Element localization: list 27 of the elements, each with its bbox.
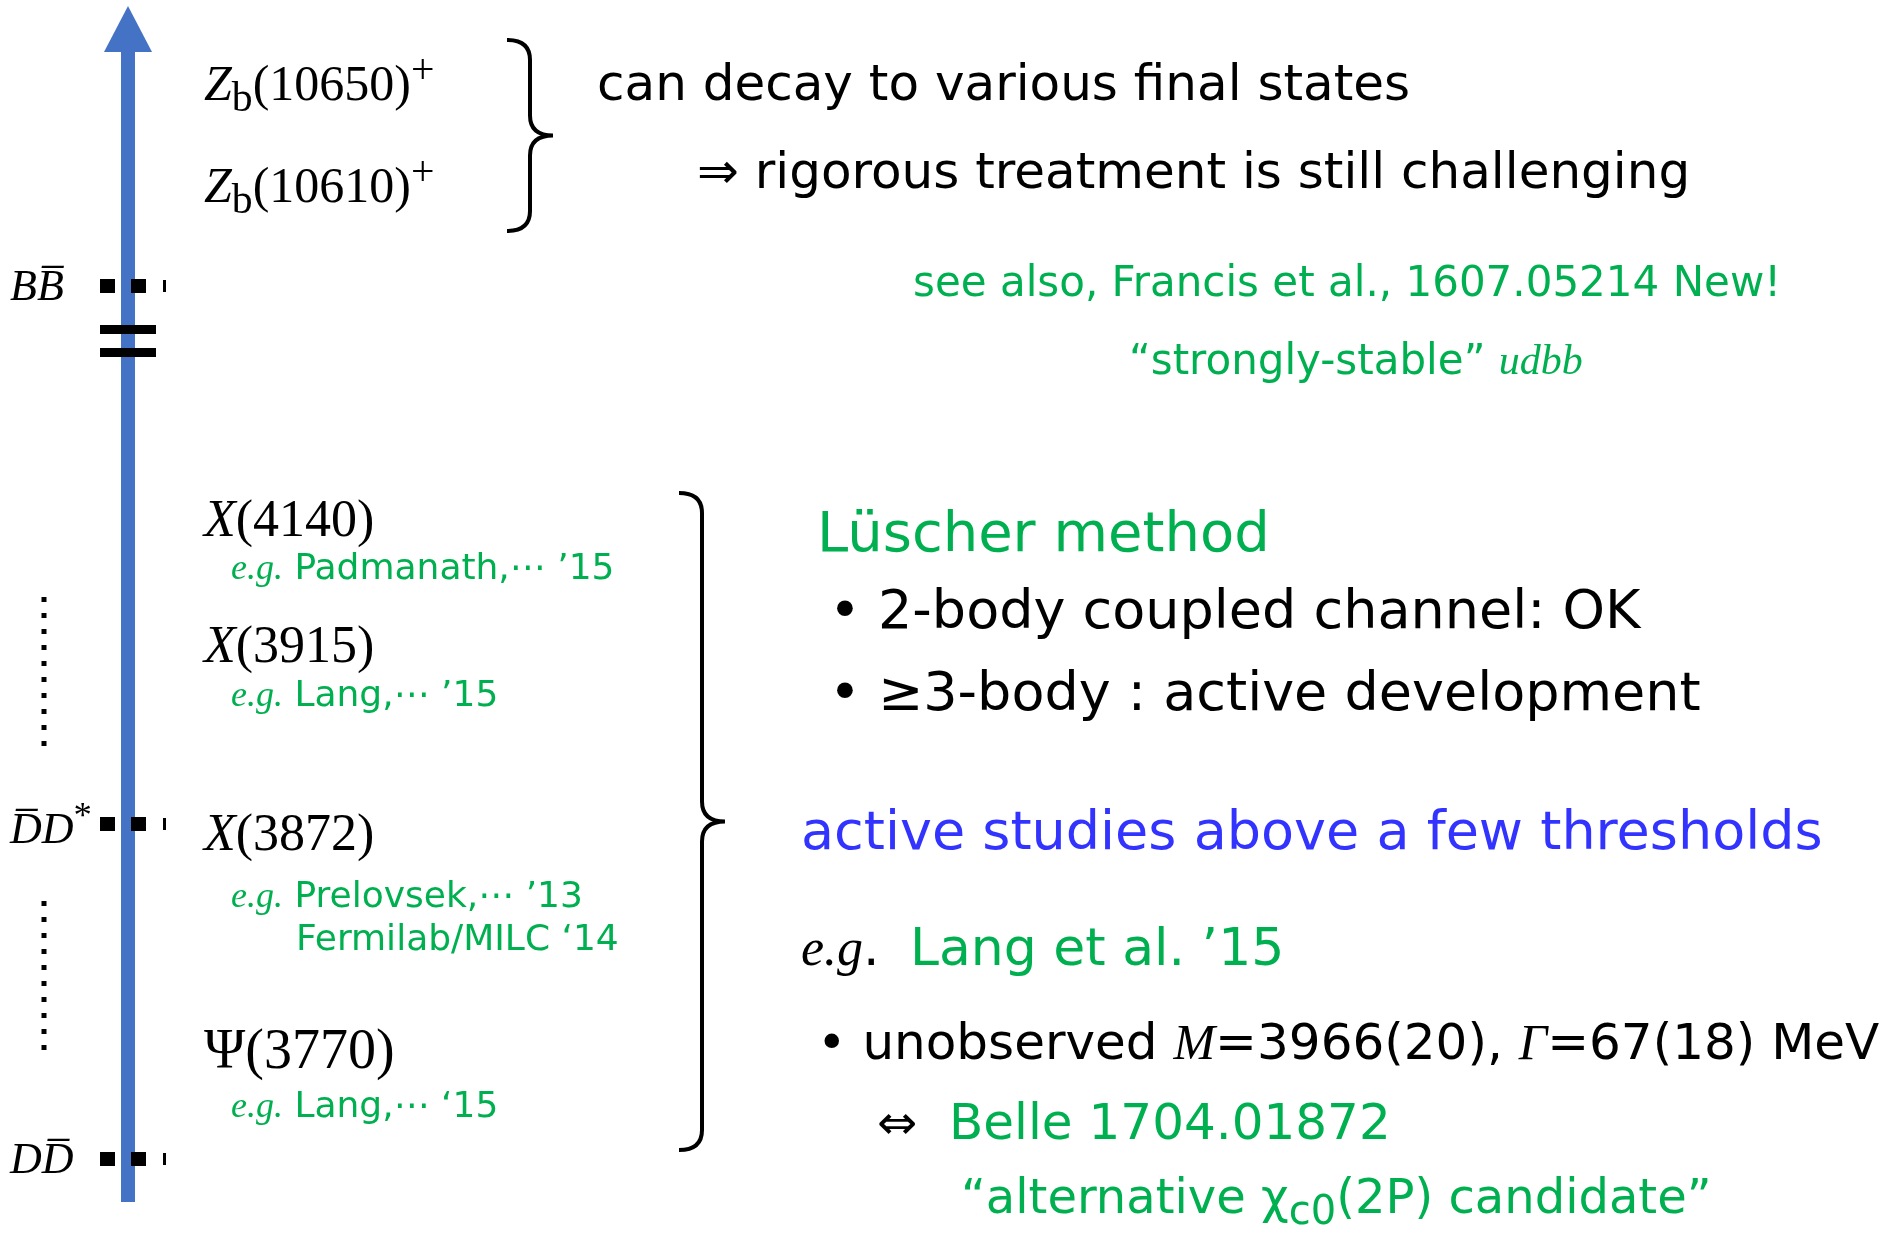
reference-note: e.g. Lang,⋯ ’15 (231, 672, 499, 716)
equivalence-symbol: ⇔ (877, 1095, 918, 1151)
reference-note: Belle 1704.01872 (949, 1094, 1391, 1152)
note-text: ⇒ rigorous treatment is still challenging (697, 143, 1691, 201)
particle-label: X(4140) (204, 489, 375, 549)
reference-note: Fermilab/MILC ‘14 (296, 917, 619, 959)
particle-label: Z$_{b}$(10610)$^{+}$ (204, 147, 435, 225)
bullet-text: • ≥3-body : active development (829, 660, 1701, 724)
bullet-text: • unobserved M=3966(20), Γ=67(18) MeV (817, 1014, 1880, 1072)
threshold-label: DD̅ (10, 1133, 74, 1185)
heading: Lüscher method (817, 499, 1270, 565)
particle-label: Ψ(3770) (204, 1016, 395, 1082)
reference-note: Lang et al. ’15 (910, 918, 1285, 978)
threshold-label: BB̅ (10, 260, 64, 312)
reference-note: see also, Francis et al., 1607.05214 New! (913, 257, 1782, 307)
reference-note: e.g. Lang,⋯ ‘15 (231, 1083, 499, 1127)
bullet-text: • 2-body coupled channel: OK (829, 578, 1641, 642)
note-text: can decay to various final states (597, 55, 1411, 113)
reference-note: e.g. Prelovsek,⋯ ’13 (231, 873, 583, 917)
abbreviation-text: e.g. (801, 918, 880, 978)
heading: active studies above a few thresholds (801, 799, 1823, 863)
threshold-label: D̅D$^{*}$ (10, 793, 92, 855)
reference-note: “strongly-stable” udbb (1129, 335, 1583, 385)
reference-note: “alternative χ$_{c0}$(2P) candidate” (961, 1169, 1712, 1233)
particle-label: X(3915) (204, 615, 375, 675)
particle-label: X(3872) (204, 803, 375, 863)
particle-label: Z$_{b}$(10650)$^{+}$ (204, 45, 435, 123)
